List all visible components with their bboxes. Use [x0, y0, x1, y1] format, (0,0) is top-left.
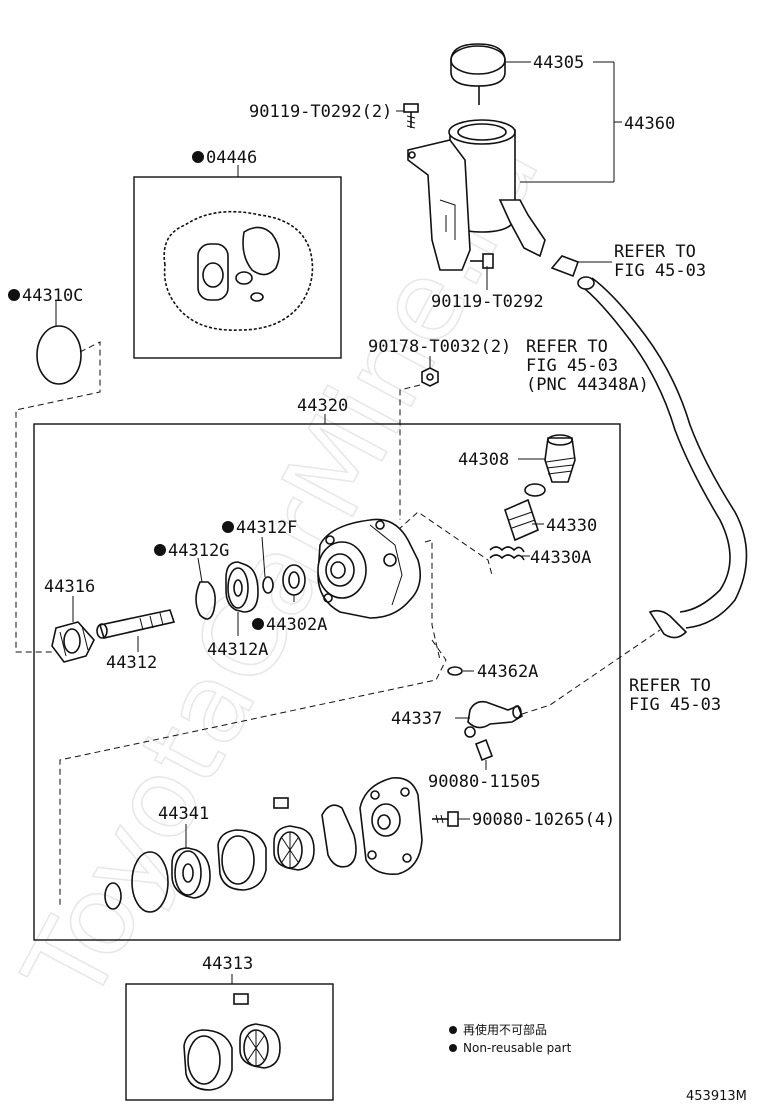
part-label-44337: 44337	[391, 709, 442, 729]
non-reusable-marker-icon	[252, 618, 264, 630]
bolt-icon	[470, 253, 494, 269]
o-ring-icon	[131, 851, 169, 913]
part-label-44310c: 44310C	[22, 286, 83, 306]
part-label-90119-t0292: 90119-T0292	[431, 292, 544, 312]
part-label-90119-t0292-2: 90119-T0292(2)	[249, 102, 392, 122]
cartridge-kit-box	[125, 983, 334, 1101]
part-label-44316: 44316	[44, 577, 95, 597]
non-reusable-marker-icon	[154, 544, 166, 556]
o-ring-icon	[36, 325, 82, 385]
part-label-44308: 44308	[458, 450, 509, 470]
reservoir-body	[407, 119, 546, 271]
bolt-icon	[403, 103, 419, 129]
part-label-90080-10265-4: 90080-10265(4)	[472, 810, 615, 830]
part-label-44312a: 44312A	[207, 640, 268, 660]
bolt-icon	[474, 738, 494, 762]
watermark: ToyotaCarMine.ru	[0, 114, 564, 1023]
refer-note-2-line-3: (PNC 44348A)	[526, 375, 649, 395]
refer-note-3-line-1: REFER TO	[629, 676, 711, 696]
part-label-90178-t0032-2: 90178-T0032(2)	[368, 337, 511, 357]
union-fitting-icon	[544, 434, 576, 483]
part-label-90080-11505: 90080-11505	[428, 772, 541, 792]
gasket-kit-box	[133, 176, 342, 359]
spring-icon	[489, 546, 525, 561]
pump-assembly-box	[33, 423, 621, 941]
part-label-44341: 44341	[158, 804, 209, 824]
gasket-set-icon	[163, 210, 314, 331]
hose-clamp-icon	[648, 609, 688, 639]
rotor-icon	[273, 825, 315, 871]
vane-icon	[233, 993, 249, 1005]
non-reusable-marker-icon	[192, 151, 204, 163]
part-label-44330: 44330	[546, 516, 597, 536]
non-reusable-marker-icon	[8, 289, 20, 301]
return-hose	[577, 276, 748, 629]
o-ring-icon	[104, 882, 122, 910]
o-ring-icon	[524, 483, 546, 497]
bolt-icon	[432, 811, 459, 827]
part-label-44312f: 44312F	[236, 518, 297, 538]
nut-icon	[421, 367, 439, 387]
refer-note-2-line-1: REFER TO	[526, 337, 608, 357]
non-reusable-marker-icon	[222, 521, 234, 533]
refer-note-3-line-2: FIG 45-03	[629, 695, 721, 715]
snap-ring-icon	[262, 576, 274, 594]
reservoir-cap	[450, 43, 506, 105]
cam-ring-icon	[217, 829, 267, 891]
figure-id: 453913M	[686, 1089, 747, 1104]
part-label-44312: 44312	[106, 653, 157, 673]
part-label-44362a: 44362A	[477, 662, 538, 682]
pulley-icon	[51, 621, 95, 663]
bearing-icon	[225, 561, 259, 613]
legend-text-japanese: 再使用不可部品	[463, 1022, 547, 1037]
part-label-04446: 04446	[206, 148, 257, 168]
part-label-44302a: 44302A	[266, 615, 327, 635]
cam-ring-icon	[183, 1029, 233, 1091]
snap-ring-icon	[195, 581, 216, 620]
refer-note-2-line-2: FIG 45-03	[526, 356, 618, 376]
part-label-44313: 44313	[202, 954, 253, 974]
vane-icon	[273, 797, 289, 809]
rotor-icon	[239, 1023, 281, 1069]
hose-clamp-icon	[550, 255, 580, 278]
part-label-44312g: 44312G	[168, 541, 229, 561]
pressure-port-union-icon	[464, 700, 523, 738]
refer-note-1-line-1: REFER TO	[614, 242, 696, 262]
side-plate-icon	[171, 847, 211, 899]
part-label-44320: 44320	[297, 396, 348, 416]
shaft-icon	[96, 609, 176, 639]
refer-note-1-line-2: FIG 45-03	[614, 261, 706, 281]
legend-marker-icon	[449, 1044, 457, 1052]
legend-text-english: Non-reusable part	[463, 1041, 572, 1055]
gasket-icon	[321, 804, 357, 868]
oil-seal-icon	[282, 564, 306, 596]
part-label-44305: 44305	[533, 53, 584, 73]
pump-housing-icon	[317, 518, 421, 619]
o-ring-icon	[447, 666, 463, 676]
part-label-44330a: 44330A	[530, 548, 591, 568]
legend-marker-icon	[449, 1026, 457, 1034]
rear-housing-icon	[359, 777, 423, 876]
flow-control-valve-icon	[504, 498, 539, 542]
part-label-44360: 44360	[624, 114, 675, 134]
